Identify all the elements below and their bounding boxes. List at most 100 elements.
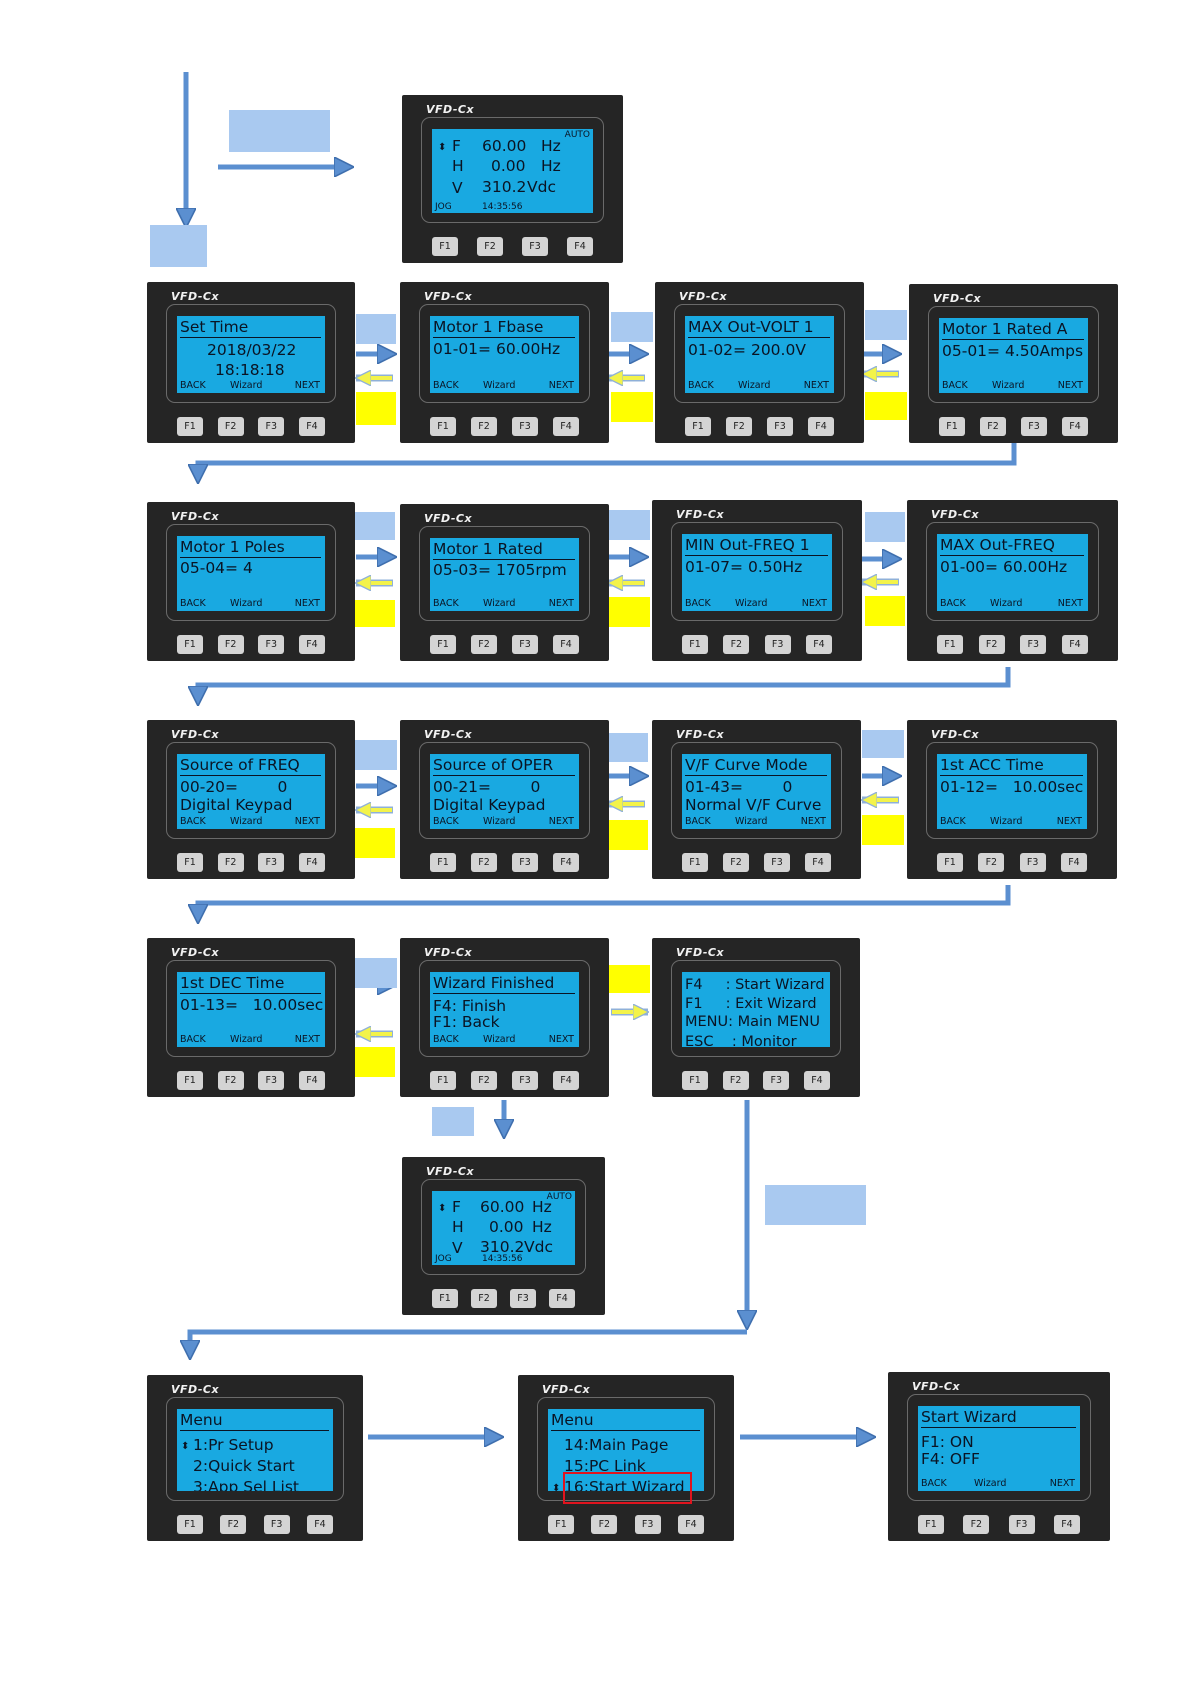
f2-key[interactable]: F2: [217, 417, 244, 436]
keypad-start-wizard: VFD-Cx Start Wizard F1: ON F4: OFF BACK …: [888, 1372, 1110, 1541]
f2-key[interactable]: F2: [722, 1071, 749, 1090]
f3-key[interactable]: F3: [767, 417, 793, 436]
f1-key[interactable]: F1: [937, 853, 963, 872]
f4-key[interactable]: F4: [298, 417, 325, 436]
f3-key[interactable]: F3: [764, 853, 790, 872]
f3-key[interactable]: F3: [1021, 417, 1047, 436]
label-box-r2-3: [865, 512, 905, 542]
menu-item-16-start-wizard[interactable]: 16:Start Wizard: [564, 1478, 685, 1491]
f4-key[interactable]: F4: [553, 635, 579, 654]
f4-key[interactable]: F4: [677, 1515, 704, 1534]
f1-key[interactable]: F1: [432, 1289, 458, 1308]
f4-key[interactable]: F4: [553, 417, 579, 436]
f4-key[interactable]: F4: [1062, 417, 1088, 436]
f3-key[interactable]: F3: [764, 635, 791, 654]
f1-key[interactable]: F1: [177, 1071, 203, 1090]
softkey-next: NEXT: [548, 380, 574, 391]
f4-key[interactable]: F4: [1053, 1515, 1080, 1534]
softkey-next: NEXT: [548, 1034, 574, 1045]
f3-key[interactable]: F3: [258, 417, 285, 436]
f4-key[interactable]: F4: [306, 1515, 333, 1534]
f2-key[interactable]: F2: [963, 1515, 990, 1534]
f2-key[interactable]: F2: [471, 1071, 497, 1090]
f1-key[interactable]: F1: [682, 853, 708, 872]
f1-key[interactable]: F1: [177, 417, 203, 436]
f4-key[interactable]: F4: [805, 853, 831, 872]
menu-item-1[interactable]: 1:Pr Setup: [193, 1436, 274, 1454]
home-unit-v: Vdc: [524, 1238, 553, 1256]
f4-key[interactable]: F4: [808, 417, 834, 436]
f4-key[interactable]: F4: [567, 237, 593, 256]
f3-key[interactable]: F3: [512, 635, 538, 654]
f2-key[interactable]: F2: [217, 1071, 244, 1090]
f3-key[interactable]: F3: [1008, 1515, 1035, 1534]
f3-key[interactable]: F3: [634, 1515, 661, 1534]
softkey-wizard: Wizard: [735, 598, 768, 609]
f4-key[interactable]: F4: [553, 853, 579, 872]
f2-key[interactable]: F2: [471, 1289, 497, 1308]
f3-key[interactable]: F3: [522, 237, 548, 256]
f4-key[interactable]: F4: [298, 853, 325, 872]
f1-key[interactable]: F1: [937, 635, 963, 654]
f4-key[interactable]: F4: [298, 635, 325, 654]
f1-key[interactable]: F1: [939, 417, 965, 436]
menu-item-3[interactable]: 3:App Sel List: [193, 1478, 299, 1491]
f3-key[interactable]: F3: [512, 417, 538, 436]
label-box-info-down: [765, 1185, 866, 1225]
f3-key[interactable]: F3: [512, 853, 538, 872]
f3-key[interactable]: F3: [258, 635, 285, 654]
f2-key[interactable]: F2: [723, 853, 749, 872]
f3-key[interactable]: F3: [1020, 635, 1047, 654]
f1-key[interactable]: F1: [918, 1515, 944, 1534]
f1-key[interactable]: F1: [430, 1071, 456, 1090]
f1-key[interactable]: F1: [177, 1515, 203, 1534]
f3-key[interactable]: F3: [263, 1515, 290, 1534]
screen-line-1: 01-00= 60.00Hz: [940, 558, 1068, 576]
f2-key[interactable]: F2: [978, 635, 1005, 654]
softkey-next: NEXT: [548, 598, 574, 609]
f1-key[interactable]: F1: [682, 1071, 708, 1090]
menu-item-15[interactable]: 15:PC Link: [564, 1457, 646, 1475]
softkey-wizard: Wizard: [738, 380, 771, 391]
f3-key[interactable]: F3: [1019, 853, 1046, 872]
f1-key[interactable]: F1: [432, 237, 458, 256]
menu-item-14[interactable]: 14:Main Page: [564, 1436, 669, 1454]
f1-key[interactable]: F1: [685, 417, 711, 436]
f3-key[interactable]: F3: [510, 1289, 536, 1308]
f4-key[interactable]: F4: [1060, 853, 1087, 872]
f1-key[interactable]: F1: [430, 417, 456, 436]
f2-key[interactable]: F2: [978, 853, 1005, 872]
lcd-vf-curve-mode: V/F Curve Mode 01-43= 0 Normal V/F Curve…: [682, 754, 831, 829]
f4-key[interactable]: F4: [1061, 635, 1088, 654]
f2-key[interactable]: F2: [477, 237, 503, 256]
f2-key[interactable]: F2: [471, 635, 497, 654]
f3-key[interactable]: F3: [512, 1071, 538, 1090]
f1-key[interactable]: F1: [682, 635, 708, 654]
f3-key[interactable]: F3: [258, 853, 285, 872]
f3-key[interactable]: F3: [763, 1071, 790, 1090]
f2-key[interactable]: F2: [220, 1515, 247, 1534]
f4-key[interactable]: F4: [549, 1289, 575, 1308]
f1-key[interactable]: F1: [430, 853, 456, 872]
f2-key[interactable]: F2: [217, 853, 244, 872]
f1-key[interactable]: F1: [548, 1515, 574, 1534]
lcd-motor1-poles: Motor 1 Poles 05-04= 4 BACK Wizard NEXT: [177, 536, 325, 611]
f1-key[interactable]: F1: [177, 635, 203, 654]
f2-key[interactable]: F2: [471, 417, 497, 436]
softkey-wizard: Wizard: [992, 380, 1025, 391]
f2-key[interactable]: F2: [471, 853, 497, 872]
f4-key[interactable]: F4: [805, 635, 832, 654]
f4-key[interactable]: F4: [553, 1071, 579, 1090]
label-box-start-right: [229, 110, 330, 152]
f1-key[interactable]: F1: [430, 635, 456, 654]
f2-key[interactable]: F2: [723, 635, 750, 654]
f2-key[interactable]: F2: [980, 417, 1006, 436]
menu-item-2[interactable]: 2:Quick Start: [193, 1457, 295, 1475]
f2-key[interactable]: F2: [726, 417, 752, 436]
f4-key[interactable]: F4: [298, 1071, 325, 1090]
f2-key[interactable]: F2: [217, 635, 244, 654]
f3-key[interactable]: F3: [258, 1071, 285, 1090]
f4-key[interactable]: F4: [803, 1071, 830, 1090]
f1-key[interactable]: F1: [177, 853, 203, 872]
f2-key[interactable]: F2: [591, 1515, 618, 1534]
